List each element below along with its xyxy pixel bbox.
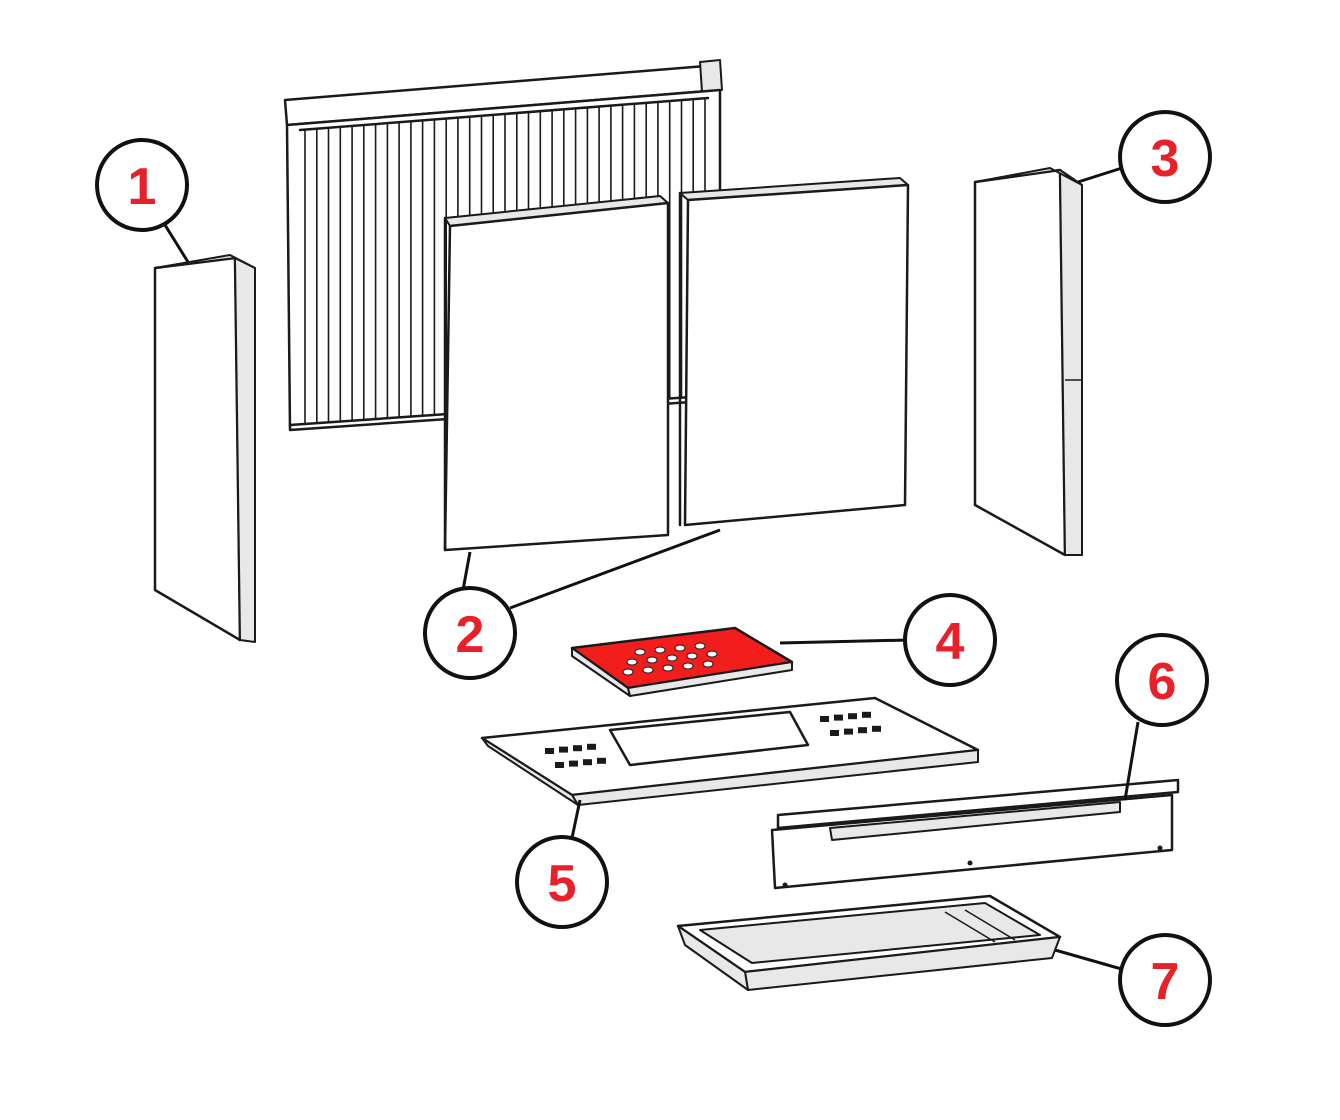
- callout-5-label: 5: [548, 855, 577, 913]
- leader-lines: [163, 166, 1140, 972]
- part-7-ash-pan: [676, 894, 1062, 991]
- callout-1: 1: [95, 138, 189, 232]
- part-3-right-side-brick: [973, 167, 1083, 557]
- callout-7-label: 7: [1151, 953, 1180, 1011]
- callout-4: 4: [903, 593, 997, 687]
- callout-5: 5: [515, 835, 609, 929]
- part-4-grate-highlighted: [570, 626, 794, 697]
- callout-1-label: 1: [128, 158, 157, 216]
- part-5-grate-frame: [480, 696, 980, 806]
- part-2-rear-brick-right: [678, 177, 910, 527]
- callout-6-label: 6: [1148, 653, 1177, 711]
- callout-3-label: 3: [1151, 130, 1180, 188]
- part-1-left-side-brick: [153, 254, 256, 643]
- part-2-rear-brick-left: [443, 195, 670, 552]
- callout-3: 3: [1118, 110, 1212, 204]
- part-6-front-rail: [770, 778, 1180, 890]
- callout-4-label: 4: [936, 613, 965, 671]
- callout-2: 2: [423, 586, 517, 680]
- callout-2-label: 2: [456, 606, 485, 664]
- callout-7: 7: [1118, 933, 1212, 1027]
- callout-6: 6: [1115, 633, 1209, 727]
